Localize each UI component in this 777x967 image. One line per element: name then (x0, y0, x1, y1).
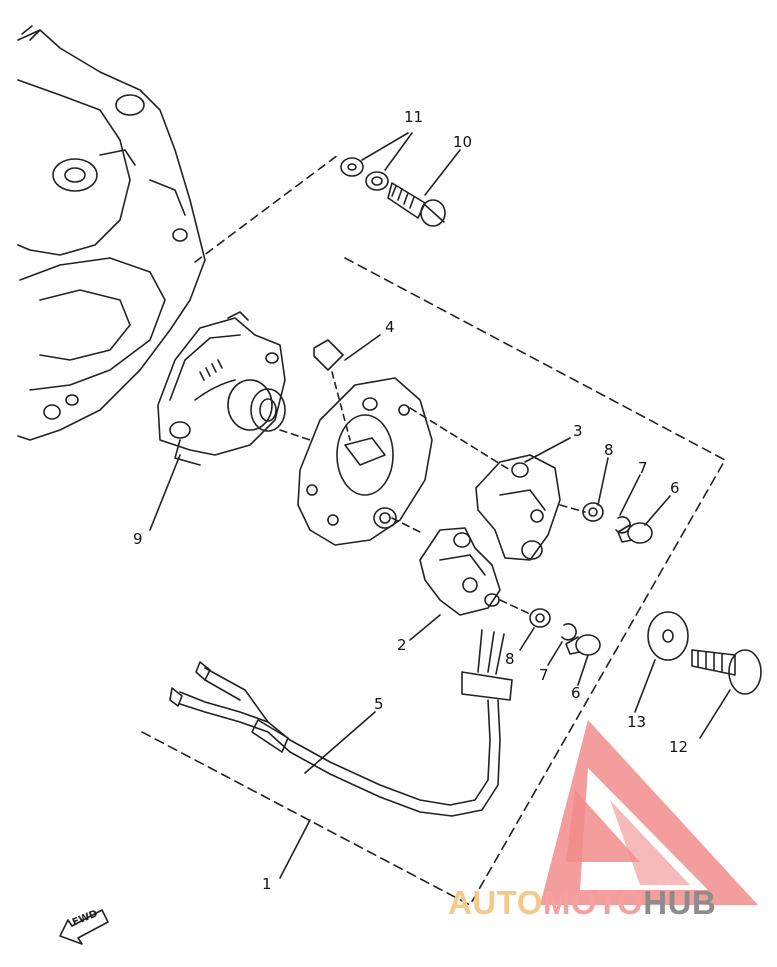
washer-11a (340, 157, 364, 177)
leader-10 (424, 149, 461, 196)
callout-6-upper: 6 (670, 479, 680, 497)
contact-breaker-3 (475, 454, 561, 561)
watermark-brand: AUTOMOTOHUB (448, 886, 716, 919)
leader-2 (409, 614, 441, 641)
bolt-10 (387, 182, 446, 227)
leader-6b (577, 654, 589, 686)
axis-3b (559, 504, 586, 513)
leader-11 (361, 132, 413, 171)
leader-crankcase (194, 154, 339, 263)
watermark-part-moto: MOTO (542, 884, 644, 921)
washer-8b (529, 608, 551, 628)
leader-7a (619, 474, 641, 516)
leader-1 (279, 819, 311, 879)
callout-1: 1 (262, 875, 272, 893)
leader-9-axis (279, 429, 311, 441)
axis-2b (499, 599, 531, 615)
leader-6a (644, 495, 671, 526)
lockwasher-7b (561, 623, 577, 641)
axis-3a (409, 407, 511, 471)
fwd-arrow-icon (59, 909, 109, 945)
washer-8a (582, 502, 604, 522)
leader-8b (519, 627, 535, 651)
leader-3 (524, 437, 571, 463)
callout-10: 10 (453, 133, 473, 151)
watermark-part-hub: HUB (643, 884, 717, 921)
callout-8-upper: 8 (604, 441, 614, 459)
callout-8-lower: 8 (505, 650, 515, 668)
contact-breaker-2 (419, 527, 501, 616)
washer-11b (365, 171, 389, 191)
callout-4: 4 (385, 318, 395, 336)
leader-12 (699, 689, 731, 739)
leader-4-axis (331, 371, 351, 441)
callout-11: 11 (404, 108, 424, 126)
screw-6a (617, 522, 653, 544)
watermark-part-auto: AUTO (448, 884, 543, 921)
callout-7-lower: 7 (539, 666, 549, 684)
leader-7b (547, 641, 563, 666)
leader-13 (634, 659, 656, 713)
crankcase-housing (17, 25, 206, 441)
callout-3: 3 (573, 422, 583, 440)
felt-4 (313, 339, 344, 371)
callout-5: 5 (374, 695, 384, 713)
lockwasher-7a (615, 516, 631, 534)
leader-4 (344, 334, 381, 361)
screw-6b (565, 634, 601, 656)
washer-13 (647, 611, 689, 661)
callout-2: 2 (397, 636, 407, 654)
leader-8a (597, 457, 609, 506)
governor-assembly-9 (157, 311, 286, 466)
callout-9: 9 (133, 530, 143, 548)
lead-wire-5 (169, 629, 513, 817)
axis-2a (391, 517, 421, 533)
callout-12: 12 (669, 738, 689, 756)
callout-7-upper: 7 (638, 459, 648, 477)
leader-5 (304, 711, 376, 774)
assembly-boundary (141, 257, 726, 906)
leader-9 (149, 454, 181, 531)
callout-6-lower: 6 (571, 684, 581, 702)
automotohub-logo-icon (540, 720, 758, 905)
bolt-12 (691, 649, 762, 695)
callout-13: 13 (627, 713, 647, 731)
base-plate (297, 377, 433, 546)
